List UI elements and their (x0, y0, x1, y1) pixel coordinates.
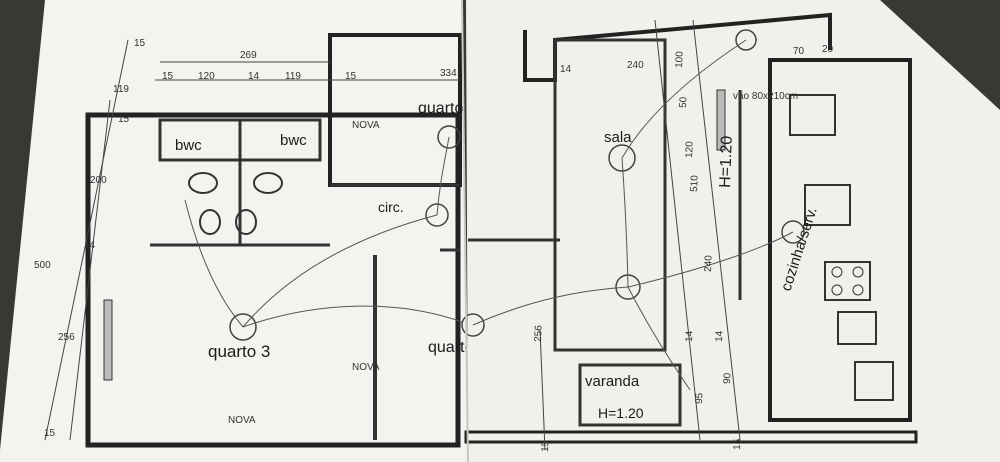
light-quarto2 (437, 125, 461, 149)
note-h-window: H=1.20 (717, 135, 736, 188)
dim-r-bot-15b: 15 (732, 438, 743, 450)
dim-top-b: 120 (198, 71, 215, 82)
sheet-seam (461, 0, 469, 462)
dim-r-top-e: 20 (822, 44, 834, 55)
sink-a (188, 172, 218, 194)
dim-line-left (44, 39, 129, 441)
dim-top-a: 15 (162, 71, 174, 82)
mark-nova-1: NOVA (352, 120, 380, 131)
outer-wall-left (85, 112, 461, 448)
dim-left-c: 15 (118, 114, 130, 125)
bottom-wall-right (464, 430, 918, 444)
dim-line-left2 (69, 99, 111, 441)
dim-r-vert-90: 90 (722, 372, 733, 384)
light-entry (735, 29, 757, 51)
light-sala (608, 144, 636, 172)
room-quarto2: quarto 2 (418, 100, 477, 117)
dim-r-vert-510: 510 (689, 175, 701, 192)
counter (804, 184, 851, 226)
burner-3 (831, 284, 843, 296)
sheet-right: sala varanda cozinha/serv. H=1.20 H=1.20… (461, 0, 1000, 462)
dim-left-b: 119 (113, 84, 129, 95)
wire-r2 (627, 231, 794, 288)
stove (824, 261, 871, 301)
wire-r5 (621, 39, 747, 159)
sink-kitchen (854, 361, 894, 401)
dim-r-vert-120: 120 (684, 141, 696, 158)
paper-left (0, 0, 468, 462)
sheet-left: bwc bwc quarto 2 circ. quarto 3 quarto 1… (0, 0, 487, 462)
dim-left-total: 500 (34, 260, 51, 271)
dim-line-v2 (692, 19, 741, 441)
dim-r-vert-240: 240 (703, 255, 715, 272)
light-kitchen (781, 220, 805, 244)
light-quarto3 (229, 313, 257, 341)
fridge (789, 94, 836, 136)
dim-left-g: 15 (44, 428, 56, 439)
room-quarto3: quarto 3 (208, 342, 270, 361)
window-right (716, 89, 726, 151)
window-left (103, 299, 113, 381)
wire-2 (242, 305, 463, 328)
room-circ: circ. (378, 199, 404, 215)
light-circ (425, 203, 449, 227)
dim-top-total: 269 (240, 50, 257, 61)
dim-r-vert-50: 50 (678, 96, 689, 108)
note-h-varanda: H=1.20 (598, 405, 644, 421)
dim-top-e: 15 (345, 71, 357, 82)
dim-q1-height: 256 (533, 325, 545, 342)
dim-left-d: 200 (90, 175, 107, 186)
dim-r-top-a: 14 (560, 64, 572, 75)
dim-top-f: 334 (440, 68, 457, 79)
burner-1 (831, 266, 843, 278)
dim-line-v1 (654, 19, 701, 441)
dim-top-c: 14 (248, 71, 260, 82)
mark-nova-3: NOVA (228, 415, 256, 426)
wire-3 (436, 136, 450, 216)
toilet-a (199, 209, 221, 235)
dim-r-top-c: 100 (674, 51, 686, 68)
varanda-wall (578, 363, 682, 427)
wire-4 (184, 199, 244, 328)
sink-b (253, 172, 283, 194)
wire-r4 (627, 286, 691, 391)
dim-r-vert-14b: 14 (714, 330, 725, 342)
dim-top-d: 119 (285, 71, 301, 82)
wire-r3 (621, 157, 629, 288)
room-bwc-a: bwc (175, 137, 202, 154)
washer (837, 311, 877, 345)
dim-r-top-d: 70 (793, 46, 805, 57)
paper-right (466, 0, 1000, 462)
toilet-b (235, 209, 257, 235)
wire-1 (242, 214, 438, 328)
dim-r-vert-14a: 14 (684, 330, 695, 342)
note-vao: vão 80x210cm (733, 91, 798, 102)
dim-r-top-b: 240 (627, 60, 644, 71)
burner-2 (852, 266, 864, 278)
dim-left-f: 256 (58, 332, 75, 343)
dim-r-bot-15a: 15 (540, 440, 551, 452)
dim-line-v3 (539, 329, 546, 451)
dim-r-vert-95: 95 (694, 392, 705, 404)
mark-nova-2: NOVA (352, 362, 380, 373)
room-varanda: varanda (585, 373, 640, 390)
dim-left-e: 14 (84, 240, 96, 251)
dim-left-a: 15 (134, 38, 146, 49)
room-bwc-b: bwc (280, 132, 307, 149)
burner-4 (852, 284, 864, 296)
sala-wall (553, 38, 667, 352)
light-quarto1 (461, 313, 485, 337)
wire-r1 (472, 286, 629, 326)
room-sala: sala (604, 129, 632, 146)
kitchen-wall (768, 58, 912, 422)
